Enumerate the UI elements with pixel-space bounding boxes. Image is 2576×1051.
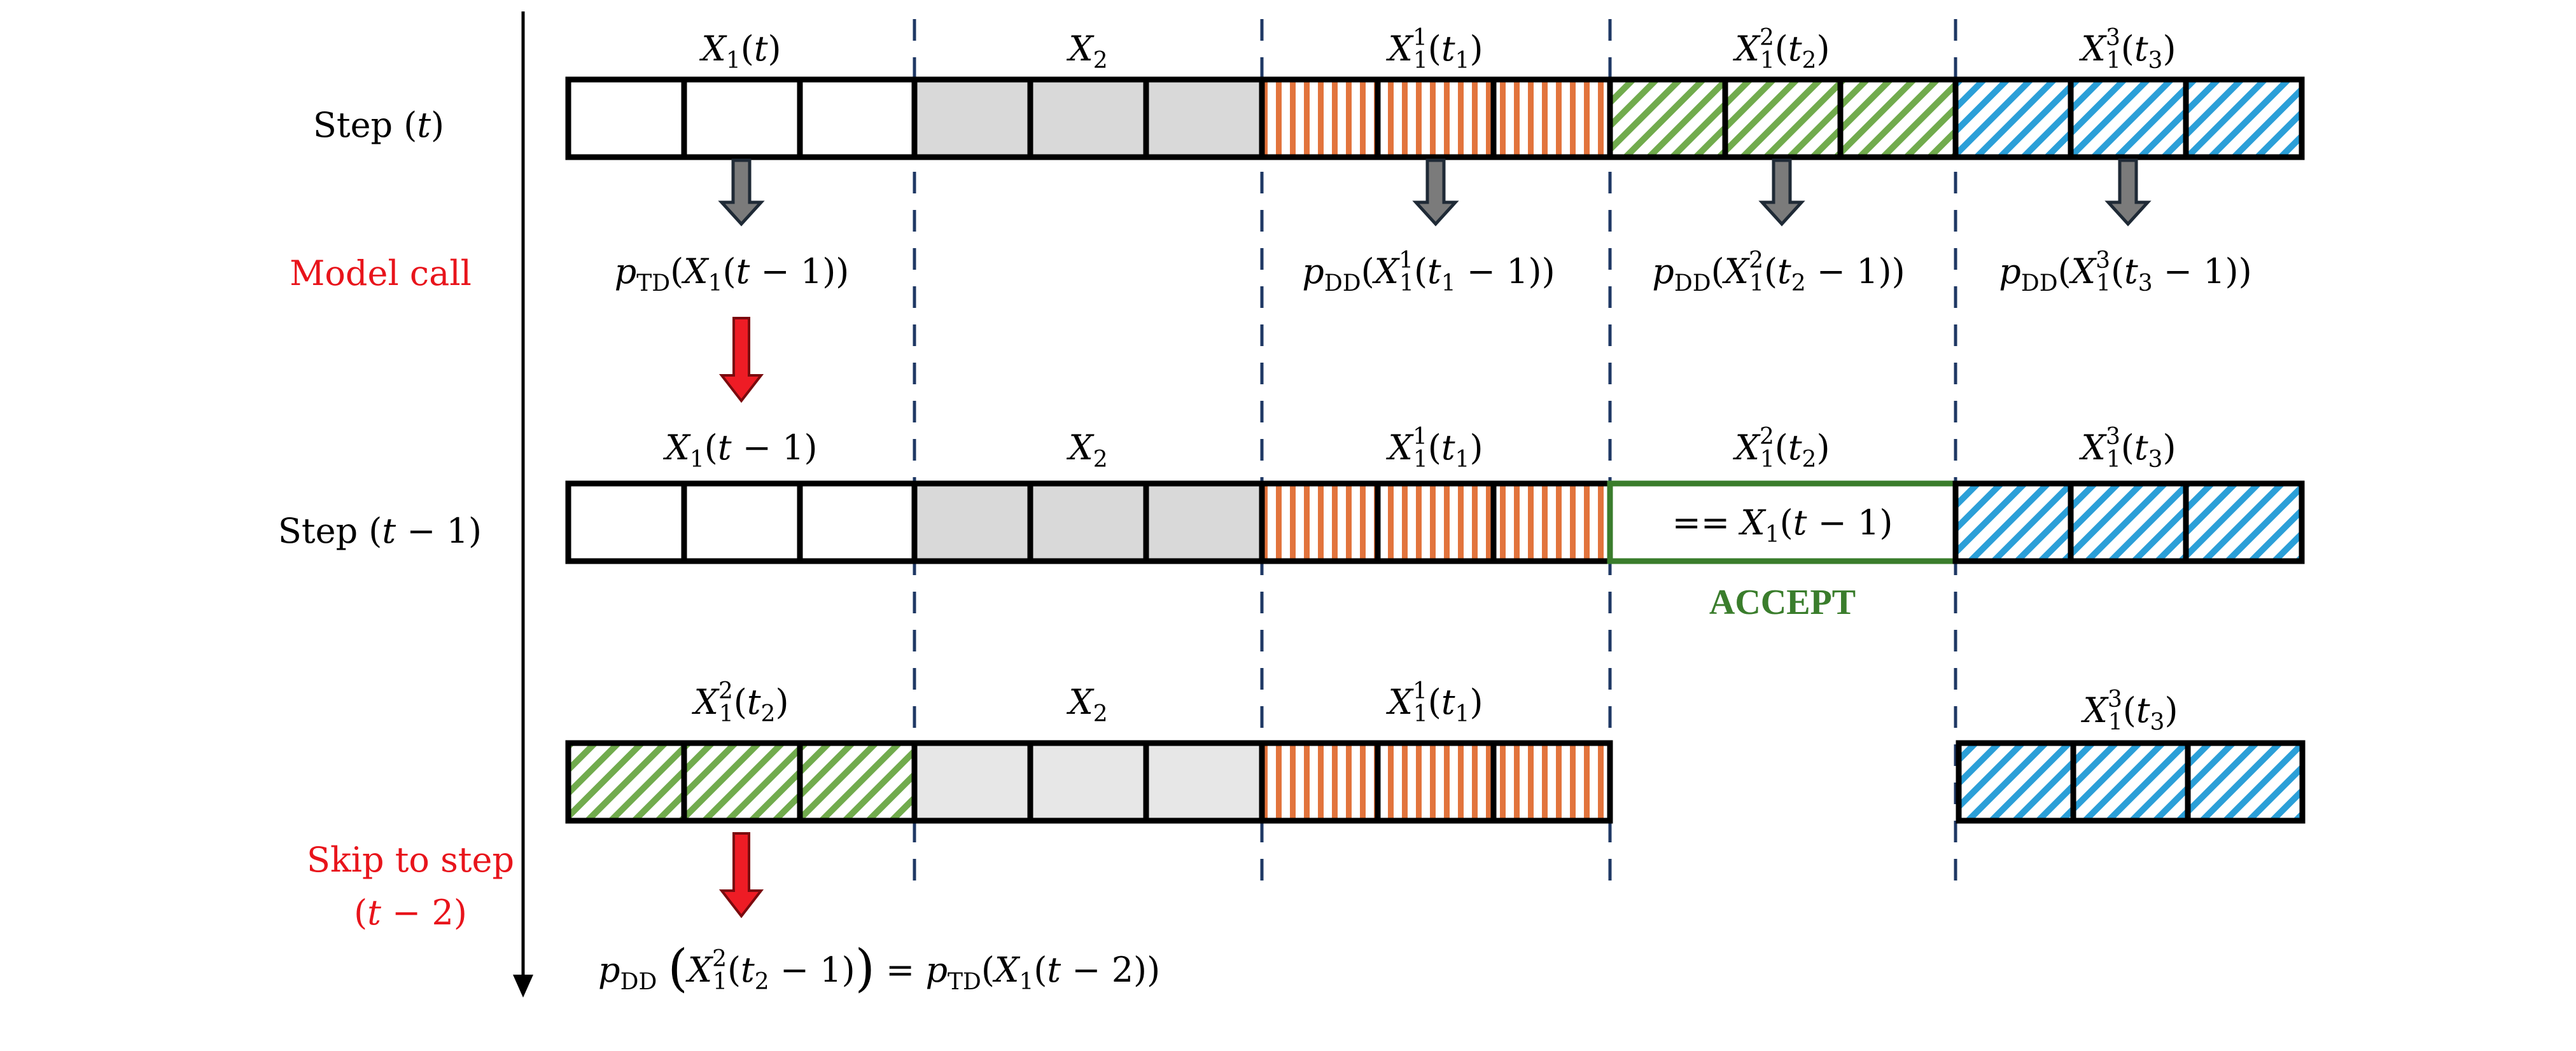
row2-segment-x1-1 [1259, 480, 1613, 564]
row2-segment-accepted: == X1(t − 1) [1607, 480, 1959, 564]
label-model-call: Model call [290, 253, 472, 293]
label-step-t-1: Step (t − 1) [278, 511, 482, 551]
label-step-t: Step (t) [313, 105, 444, 145]
gray-arrow-3 [1758, 158, 1805, 226]
red-arrow-2 [718, 832, 764, 919]
row2-segment-x1 [565, 480, 918, 564]
row2-label-x1: X1(t − 1) [662, 428, 817, 473]
row1-segment-x1 [565, 76, 918, 160]
row2-segment-x2 [911, 480, 1265, 564]
gray-arrow-1 [718, 158, 765, 226]
gray-arrow-2 [1412, 158, 1459, 226]
row1-label-x1: X1(t) [699, 29, 781, 74]
gray-down-arrows [718, 158, 2152, 226]
row3-segment-x1-2 [565, 740, 918, 824]
row1-segment-x2 [911, 76, 1265, 160]
label-skip-line2: (t − 2) [354, 893, 467, 933]
label-skip-line1: Skip to step [307, 840, 514, 880]
red-arrow-1 [718, 317, 764, 403]
row2-label-x2: X2 [1066, 428, 1107, 473]
accept-label: ACCEPT [1709, 583, 1856, 622]
row3-segment-x2 [911, 740, 1265, 824]
time-axis-arrowhead [513, 975, 533, 998]
gray-arrow-4 [2104, 158, 2152, 226]
row1-segment-x1-1 [1259, 76, 1613, 160]
model-call-ptd: pTD(X1(t − 1)) [615, 251, 850, 296]
row1-segment-x1-2 [1607, 76, 1959, 160]
accepted-inner-text: == X1(t − 1) [1672, 503, 1893, 548]
row1-segment-x1-3 [1952, 76, 2305, 160]
row3-segment-x1-1 [1259, 740, 1613, 824]
row1-label-x2: X2 [1066, 29, 1107, 74]
row2-segment-x1-3 [1952, 480, 2305, 564]
row3-label-x2: X2 [1066, 682, 1107, 727]
row3-segment-x1-3 [1956, 740, 2306, 824]
